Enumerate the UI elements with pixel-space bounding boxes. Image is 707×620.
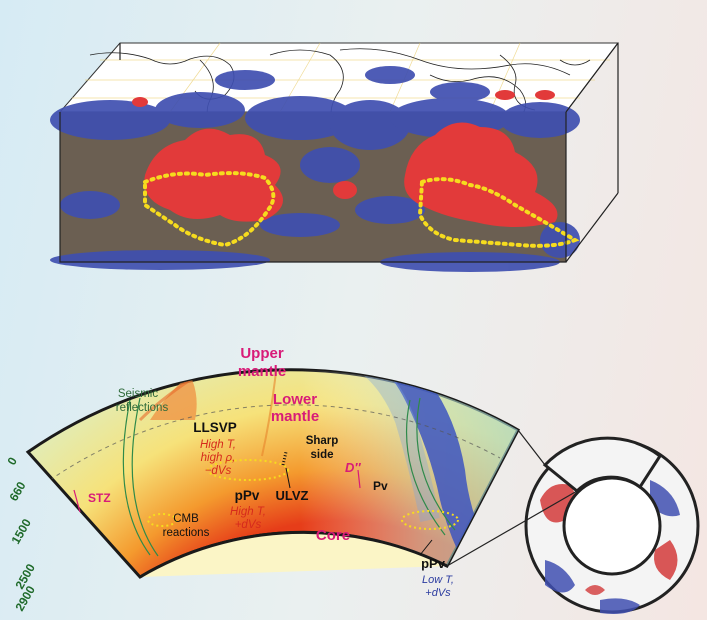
label-llsvp-2: high ρ,: [201, 452, 236, 464]
label-ppv-right-2: +dVs: [425, 587, 451, 599]
label-seismic-1: Seismic: [118, 388, 159, 400]
label-llsvp-3: −dVs: [205, 465, 232, 477]
label-seismic-2: reflections: [116, 402, 169, 414]
label-ppv-1: High T,: [230, 506, 266, 518]
label-sharp-1: Sharp: [306, 435, 339, 447]
subducting-slab: [330, 369, 500, 575]
label-llsvp: LLSVP: [193, 420, 237, 435]
label-ppv: pPv: [235, 488, 260, 503]
label-cmb-1: CMB: [173, 513, 199, 525]
core-surface: [139, 530, 448, 579]
depth-0: 0: [4, 454, 20, 467]
label-core: Core: [316, 527, 350, 544]
label-lower-mantle-1: Lower: [273, 391, 317, 408]
depth-660: 660: [6, 479, 28, 504]
label-ppv-right: pPv: [421, 556, 446, 571]
label-ppv-right-1: Low T,: [422, 574, 454, 586]
label-dpp: D″: [345, 460, 361, 475]
fast-anomalies: [50, 66, 580, 272]
depth-1500: 1500: [8, 516, 34, 546]
label-lower-mantle-2: mantle: [271, 408, 319, 425]
label-pv: Pv: [373, 479, 388, 493]
globe-highlight-sector: [542, 436, 663, 494]
tomography-box: [50, 42, 620, 272]
mantle-section: [25, 368, 520, 579]
label-sharp-2: side: [310, 449, 333, 461]
label-ulvz: ULVZ: [276, 488, 309, 503]
label-ppv-2: +dVs: [235, 519, 262, 531]
label-stz: STZ: [88, 491, 111, 505]
label-cmb-2: reactions: [163, 527, 210, 539]
earth-ring-globe: [446, 429, 700, 614]
llsvp-outlines: [143, 171, 580, 248]
label-upper-mantle-2: mantle: [238, 363, 286, 380]
transition-660-line: [49, 404, 501, 481]
label-upper-mantle-1: Upper: [240, 345, 284, 362]
label-llsvp-1: High T,: [200, 439, 236, 451]
